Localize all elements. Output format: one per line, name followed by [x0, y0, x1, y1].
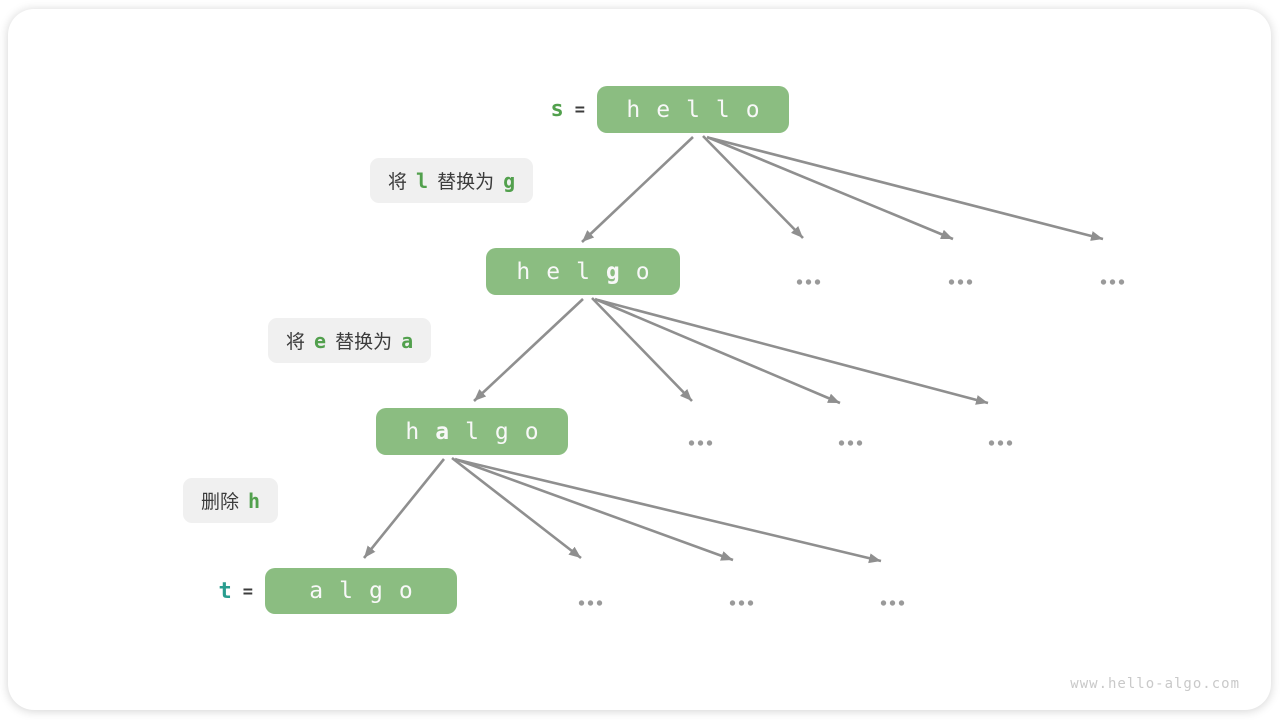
- arrow-halgo-to-other-1: [451, 456, 582, 560]
- op-code-char: a: [401, 328, 414, 353]
- variable-s-assignment: s =: [455, 86, 586, 133]
- op-text: 替换为: [335, 332, 393, 353]
- arrow-hello-to-other-2: [706, 135, 954, 241]
- node-char: g: [605, 258, 620, 285]
- arrow-hello-to-helgo: [581, 136, 694, 243]
- op-code-char: e: [314, 328, 327, 353]
- node-char: o: [745, 96, 760, 123]
- node-char: h: [405, 418, 420, 445]
- ellipsis-level3-3: [879, 600, 905, 606]
- node-char: g: [494, 418, 509, 445]
- node-char: o: [635, 258, 650, 285]
- ellipsis-level2-3: [987, 440, 1013, 446]
- op-code-char: g: [503, 168, 516, 193]
- ellipsis-level1-2: [947, 279, 973, 285]
- node-char: g: [369, 578, 383, 604]
- ellipsis-level1-3: [1099, 279, 1125, 285]
- op-text: 将: [388, 172, 408, 193]
- arrow-helgo-to-other-3: [597, 298, 989, 405]
- op-code-char: h: [248, 488, 261, 513]
- op-text: 删除: [201, 492, 240, 513]
- arrow-helgo-to-other-2: [594, 297, 841, 405]
- equals-sign: =: [242, 581, 253, 602]
- variable-t-assignment: t =: [123, 568, 254, 615]
- node-char: l: [686, 96, 700, 123]
- operation-label-delete-h: 删除 h: [183, 478, 279, 523]
- op-code-char: l: [416, 168, 429, 193]
- ellipsis-level2-1: [687, 440, 713, 446]
- arrow-halgo-to-other-3: [457, 458, 882, 564]
- node-char: o: [398, 578, 413, 604]
- site-watermark: www.hello-algo.com: [1070, 676, 1240, 692]
- ellipsis-level2-2: [837, 440, 863, 446]
- arrow-hello-to-other-3: [709, 136, 1104, 241]
- node-char: e: [656, 96, 671, 123]
- node-char: e: [546, 258, 561, 285]
- ellipsis-level1-1: [795, 279, 821, 285]
- arrow-halgo-to-algo: [362, 458, 446, 559]
- node-char: h: [516, 258, 531, 285]
- op-text: 将: [286, 332, 306, 353]
- node-char: a: [309, 578, 324, 604]
- node-char: l: [465, 418, 479, 445]
- arrow-hello-to-other-1: [702, 135, 804, 239]
- node-char: l: [339, 578, 353, 604]
- equals-sign: =: [574, 99, 585, 120]
- node-char: l: [715, 96, 730, 123]
- ellipsis-level3-1: [577, 600, 603, 606]
- node-char: l: [576, 258, 590, 285]
- node-char: o: [524, 418, 539, 445]
- variable-s: s: [550, 97, 564, 122]
- arrow-helgo-to-other-1: [591, 297, 693, 402]
- ellipsis-level3-2: [728, 600, 754, 606]
- arrow-halgo-to-other-2: [454, 457, 734, 562]
- variable-t: t: [218, 579, 232, 604]
- node-char: a: [435, 418, 450, 445]
- arrow-helgo-to-halgo: [473, 298, 584, 402]
- op-text: 替换为: [437, 172, 495, 193]
- node-char: h: [626, 96, 641, 123]
